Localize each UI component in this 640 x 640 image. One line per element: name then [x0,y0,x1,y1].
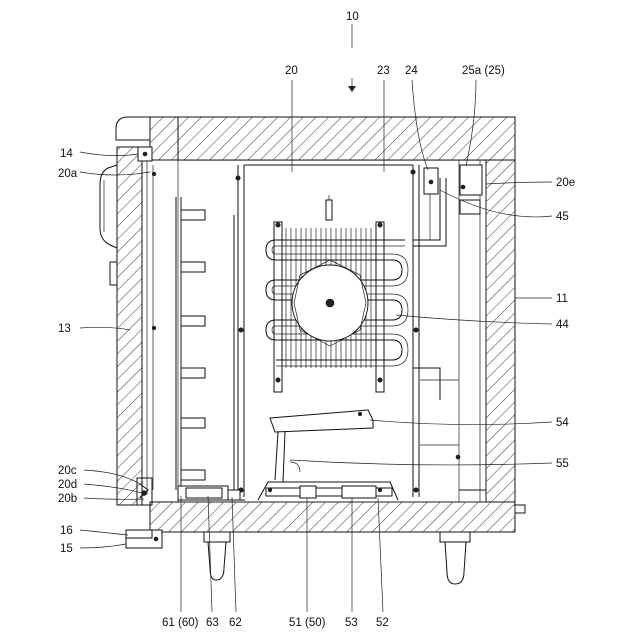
label-44: 44 [556,319,569,331]
label-51: 51 (50) [289,617,326,629]
label-10: 10 [346,11,359,23]
refrigerant-piping [413,168,459,445]
label-13: 13 [58,323,71,335]
left-rack [152,165,234,490]
label-55: 55 [556,458,569,470]
label-20b: 20b [58,493,77,505]
feet [204,532,470,584]
label-15: 15 [60,543,73,555]
top-insulated-wall [150,117,515,160]
label-20: 20 [285,65,298,77]
label-20a: 20a [58,168,78,180]
door-insulated-panel [117,147,142,505]
label-11: 11 [556,293,568,305]
bottom-insulated-wall [150,502,515,532]
label-14: 14 [60,148,73,160]
fan-hub [326,299,334,307]
top-front-lip [116,117,150,140]
right-duct [456,165,486,490]
label-54: 54 [556,417,569,429]
label-20c: 20c [58,465,77,477]
label-16: 16 [60,525,73,537]
label-53: 53 [345,617,358,629]
label-23: 23 [377,65,390,77]
right-insulated-wall [486,160,515,502]
label-20d: 20d [58,479,77,491]
bottom-left-parts [178,486,245,500]
door-handle [100,165,117,248]
label-25a: 25a (25) [462,65,505,77]
label-63: 63 [206,617,219,629]
label-24: 24 [405,65,418,77]
label-52: 52 [376,617,389,629]
left-upper-wall-block [150,117,178,160]
label-62: 62 [229,617,242,629]
evaporator-assembly [266,195,408,392]
lower-components [258,410,398,500]
drain-tray [270,410,373,432]
label-45: 45 [556,211,569,223]
label-20e: 20e [556,177,575,189]
label-61: 61 (60) [162,617,199,629]
